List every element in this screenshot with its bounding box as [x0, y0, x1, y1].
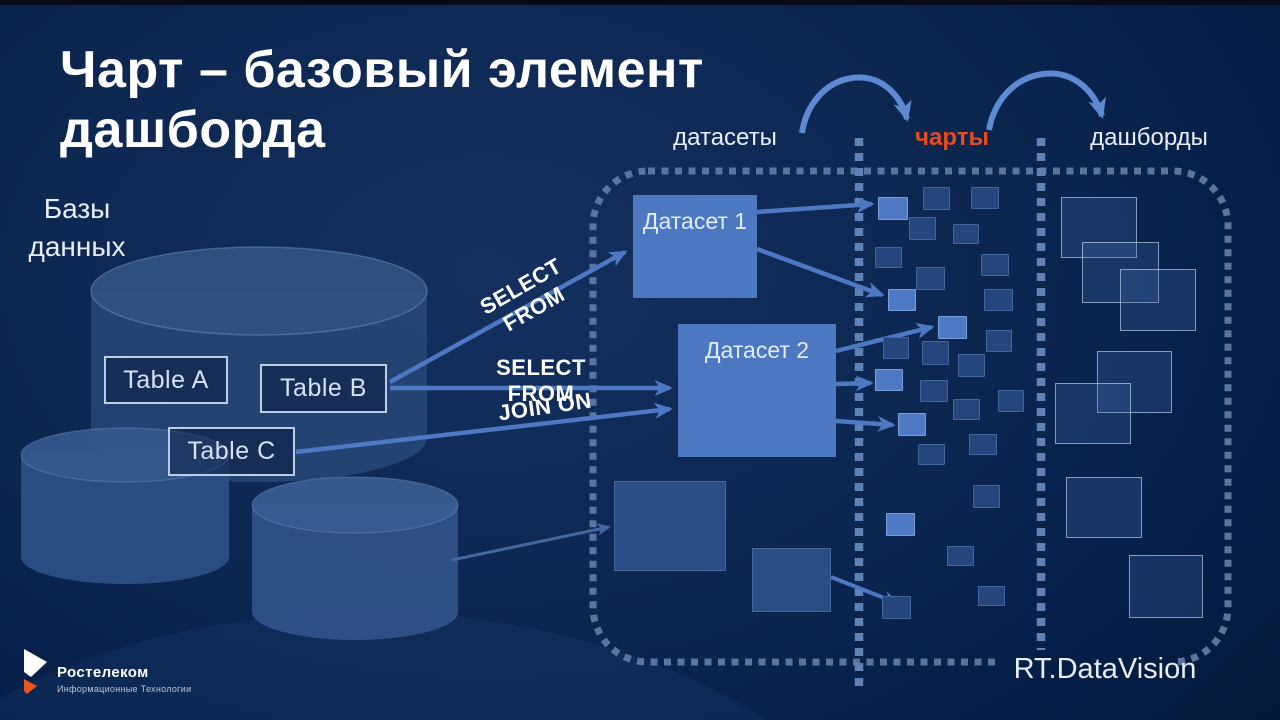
database-cylinder-small-left — [20, 427, 230, 584]
arrow-dataset2-chart4 — [835, 375, 874, 392]
table-c-box: Table C — [168, 427, 295, 476]
arrow-dataset1-chart2 — [756, 246, 885, 298]
rostelecom-logo-icon — [24, 649, 47, 694]
databases-label: Базы данных — [28, 193, 126, 262]
dataset1-box: Датасет 1 — [633, 195, 757, 298]
rostelecom-logo-subtitle: Информационные Технологии — [57, 684, 192, 694]
arrow-tableC-dataset2 — [295, 402, 673, 455]
rostelecom-logo: Ростелеком Информационные Технологии — [22, 648, 191, 696]
dataset1-label: Датасет 1 — [642, 208, 748, 234]
table-b-label: Table B — [280, 374, 367, 402]
table-a-label: Table A — [123, 365, 209, 394]
dataset2-box: Датасет 2 — [678, 324, 836, 457]
arrow-cylinder-square1 — [451, 523, 612, 562]
database-cylinder-small-right — [251, 476, 459, 640]
rostelecom-logo-title: Ростелеком — [57, 664, 149, 681]
stage-label-datasets: датасеты — [673, 124, 777, 151]
arrow-dataset2-chart5 — [835, 415, 896, 433]
arc-datasets-to-charts — [799, 74, 912, 134]
arrow-dataset2-chart3 — [835, 322, 935, 354]
table-a-box: Table A — [104, 356, 228, 404]
table-c-label: Table C — [187, 437, 276, 465]
top-letterbox-strip — [0, 0, 1280, 5]
arc-charts-to-dashboards — [986, 70, 1106, 131]
arrow-tableB-dataset1 — [388, 250, 628, 384]
stage-label-charts: чарты — [915, 124, 989, 151]
stage-label-dashboards: дашборды — [1090, 124, 1208, 151]
arrow-dataset1-chart1 — [756, 196, 875, 215]
dataset2-label: Датасет 2 — [704, 337, 810, 363]
product-name: RT.DataVision — [1013, 653, 1197, 685]
select-from-horizontal-label: SELECT FROM — [496, 355, 586, 406]
slide-title: Чарт – базовый элемент дашборда — [60, 41, 704, 159]
table-b-box: Table B — [260, 364, 387, 413]
pipeline-dotted-border — [589, 167, 1232, 666]
arrow-square2-chart6 — [830, 575, 900, 605]
